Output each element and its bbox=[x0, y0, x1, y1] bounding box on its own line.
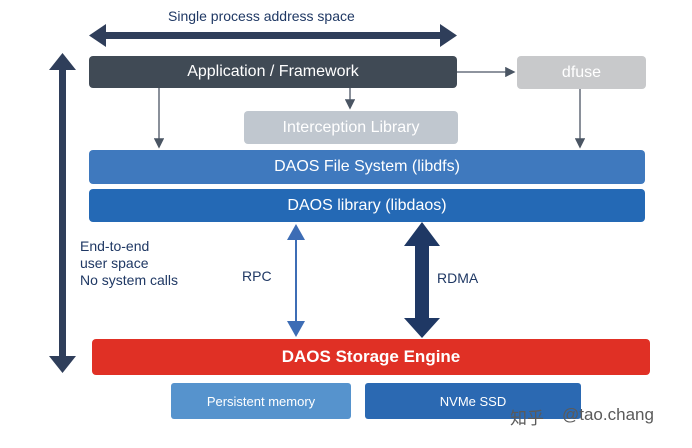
rpc-label: RPC bbox=[242, 268, 272, 284]
watermark-logo: 知乎 bbox=[510, 409, 544, 428]
user-space-line-1: End-to-end bbox=[80, 238, 150, 254]
application-framework-box: Application / Framework bbox=[89, 56, 457, 88]
user-space-label: End-to-end user space No system calls bbox=[80, 238, 178, 289]
daos-file-system-box: DAOS File System (libdfs) bbox=[89, 150, 645, 184]
address-space-double-arrow bbox=[89, 24, 457, 47]
interception-library-box: Interception Library bbox=[244, 111, 458, 144]
rdma-double-arrow bbox=[404, 222, 440, 338]
rpc-double-arrow bbox=[287, 224, 305, 337]
daos-storage-engine-box: DAOS Storage Engine bbox=[92, 339, 650, 375]
address-space-label: Single process address space bbox=[168, 8, 355, 24]
persistent-memory-box: Persistent memory bbox=[171, 383, 351, 419]
watermark-handle: @tao.chang bbox=[562, 405, 654, 424]
dfuse-box: dfuse bbox=[517, 56, 646, 89]
rdma-label: RDMA bbox=[437, 270, 479, 286]
user-space-line-2: user space bbox=[80, 255, 149, 271]
user-space-line-3: No system calls bbox=[80, 272, 179, 288]
daos-library-box: DAOS library (libdaos) bbox=[89, 189, 645, 222]
user-space-double-arrow bbox=[49, 53, 76, 373]
nvme-ssd-box: NVMe SSD bbox=[365, 383, 581, 419]
